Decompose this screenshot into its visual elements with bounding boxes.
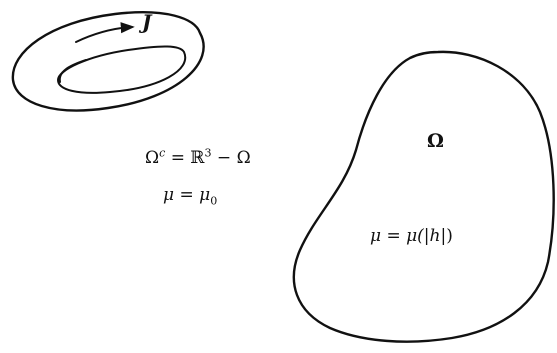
complement-equals: = xyxy=(165,148,191,168)
function-close: |) xyxy=(440,226,453,246)
torus-outer-boundary xyxy=(11,11,205,112)
interior-permeability-equation: μ = μ(|h|) xyxy=(370,228,453,245)
space-symbol: ℝ xyxy=(190,148,205,168)
current-direction-arrow xyxy=(75,22,135,43)
mu0-subscript: 0 xyxy=(210,194,218,208)
field-variable: h xyxy=(429,226,441,246)
torus-inner-arc xyxy=(58,59,87,83)
current-label: J xyxy=(142,10,152,34)
mu-symbol: μ xyxy=(163,185,175,205)
exterior-permeability-equation: μ = μ0 xyxy=(163,185,218,208)
region-omega-boundary xyxy=(292,50,555,343)
space-superscript: 3 xyxy=(204,146,212,160)
complement-equation: Ωc = ℝ3 − Ω xyxy=(145,147,251,168)
exterior-equals: = xyxy=(174,185,200,205)
mu0-symbol: μ xyxy=(199,185,211,205)
region-label: Ω xyxy=(427,130,444,152)
minus-region: − Ω xyxy=(211,148,251,168)
torus-inner-hole xyxy=(57,45,187,94)
mu-function: μ(| xyxy=(406,226,430,246)
interior-equals: = xyxy=(381,226,407,246)
complement-symbol: Ω xyxy=(145,148,160,168)
complement-superscript: c xyxy=(159,146,166,160)
mu-symbol-inside: μ xyxy=(370,226,382,246)
